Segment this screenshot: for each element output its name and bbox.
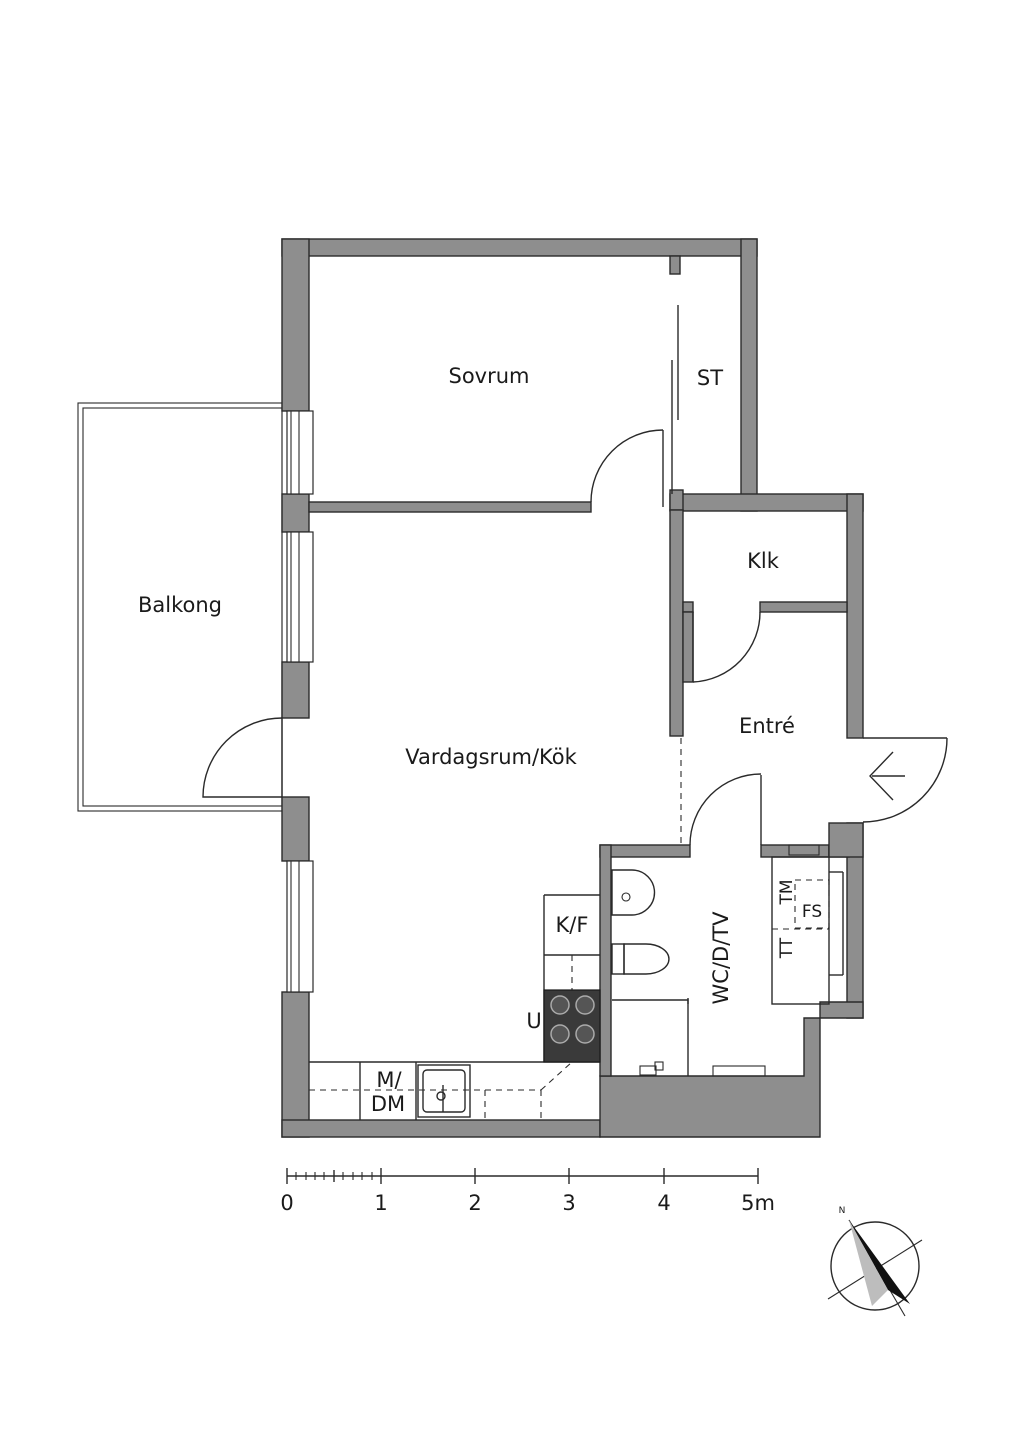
door-bedroom xyxy=(590,429,664,507)
label-dm: DM xyxy=(371,1092,405,1116)
mixer-tap xyxy=(639,1061,664,1076)
label-bathroom: WC/D/TV xyxy=(709,911,733,1005)
compass: N xyxy=(827,1206,923,1317)
label-st: ST xyxy=(697,366,723,390)
scale-ticks xyxy=(286,1168,759,1184)
scale-label-2: 2 xyxy=(468,1191,481,1215)
scale-bar: 0 1 2 3 4 5m xyxy=(280,1168,775,1215)
scale-label-4: 4 xyxy=(657,1191,670,1215)
label-kf: K/F xyxy=(556,913,589,937)
doors xyxy=(202,305,948,846)
north-label: N xyxy=(839,1206,846,1216)
scale-label-5m: 5m xyxy=(741,1191,775,1215)
bathroom-fixtures xyxy=(611,844,844,1077)
shower-line xyxy=(612,998,689,1076)
boundaries xyxy=(309,738,682,1120)
window-living-bottom xyxy=(286,860,314,993)
balcony xyxy=(77,402,283,812)
north-arrow-dark xyxy=(849,1220,910,1304)
door-bathroom xyxy=(689,773,762,846)
label-u: U xyxy=(526,1009,541,1033)
north-arrow-light xyxy=(849,1220,888,1306)
washbasin xyxy=(611,869,656,916)
sink xyxy=(417,1064,471,1118)
room-labels: Sovrum ST Balkong Klk Entré Vardagsrum/K… xyxy=(138,364,822,1116)
door-klk xyxy=(692,611,761,683)
door-entrance xyxy=(862,737,948,823)
label-entre: Entré xyxy=(739,714,795,738)
label-sovrum: Sovrum xyxy=(448,364,529,388)
window-bedroom xyxy=(286,410,314,495)
label-fs: FS xyxy=(802,902,822,922)
kitchen xyxy=(309,894,601,1120)
stove xyxy=(543,989,601,1063)
label-tm: TM xyxy=(777,879,797,905)
window-living-top xyxy=(286,531,314,663)
label-balkong: Balkong xyxy=(138,593,222,617)
label-m: M/ xyxy=(376,1068,402,1092)
label-klk: Klk xyxy=(747,549,780,573)
door-closet xyxy=(671,305,679,494)
toilet xyxy=(611,943,670,975)
scale-label-0: 0 xyxy=(280,1191,293,1215)
door-balcony xyxy=(202,717,283,798)
scale-label-3: 3 xyxy=(562,1191,575,1215)
windows xyxy=(286,410,314,993)
label-vardagsrum: Vardagsrum/Kök xyxy=(405,745,577,769)
scale-label-1: 1 xyxy=(374,1191,387,1215)
washer-dryer-stack xyxy=(771,856,844,1005)
label-tt: TT xyxy=(777,937,797,959)
